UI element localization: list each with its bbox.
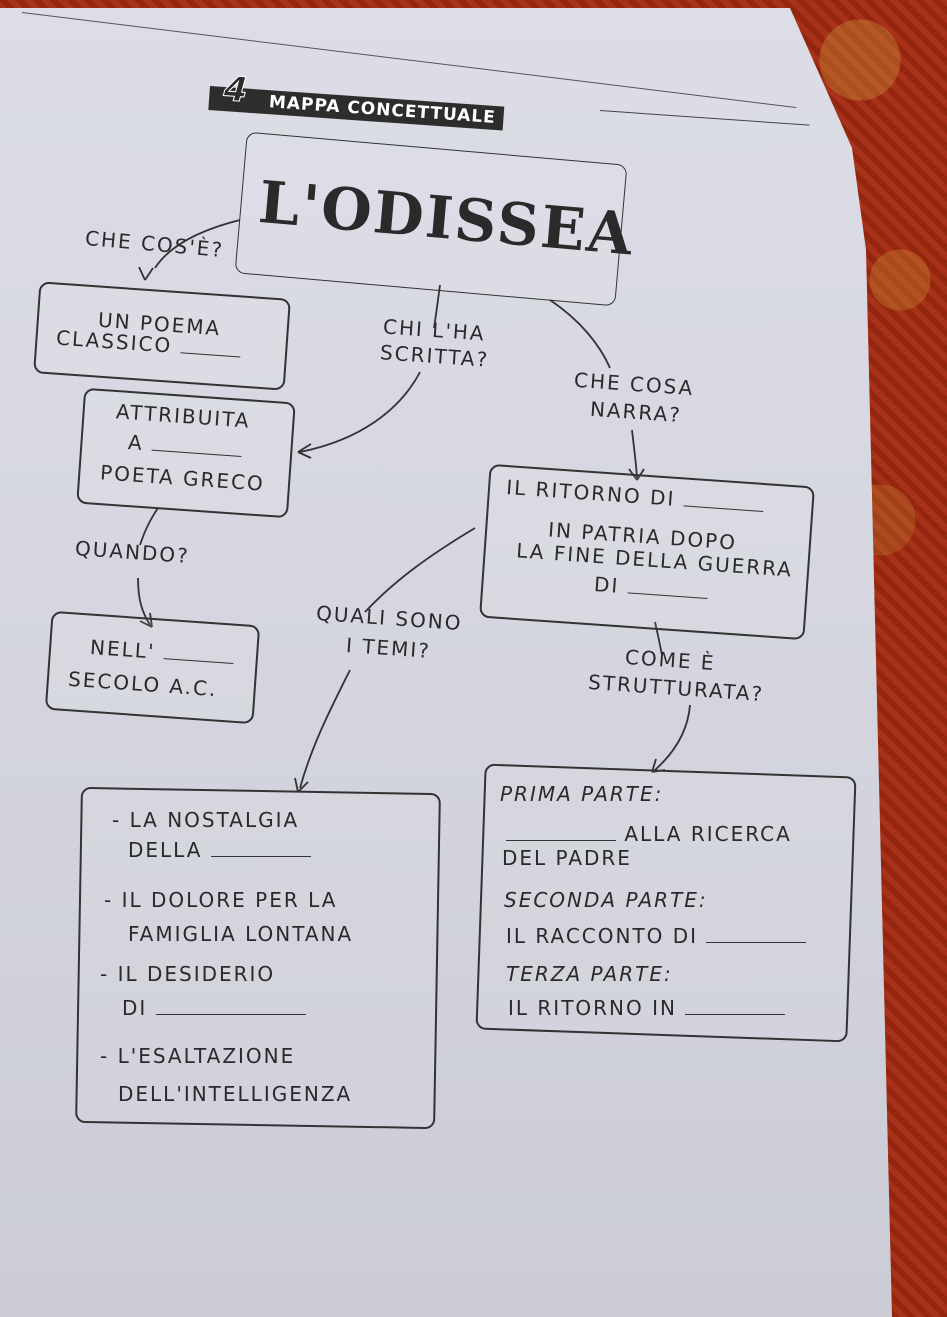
themes-line-8: DELL'INTELLIGENZA [118,1082,353,1106]
blank-themes-1[interactable] [210,838,311,857]
blank-structure-1[interactable] [506,822,616,841]
arrow-narrates [631,429,638,479]
arrow-narrates-stem [549,299,611,369]
structure-part1-line2: DEL PADRE [502,846,632,870]
arrow-when [137,577,151,626]
structure-part3-line1: IL RITORNO IN [508,996,786,1020]
arrow-what [154,219,241,269]
arrow-themes [299,669,351,789]
arrow-who [299,371,421,453]
arrow-when-stem [139,507,159,546]
blank-structure-3[interactable] [685,996,786,1015]
structure-part2-label: SECONDA PARTE: [504,888,708,912]
themes-line-3: - IL DOLORE PER LA [104,888,338,912]
structure-part2-line1: IL RACCONTO DI [506,924,807,948]
blank-poem[interactable] [180,334,242,358]
structure-part1-line1: ALLA RICERCA [506,822,792,846]
themes-line-7: - L'ESALTAZIONE [100,1044,296,1068]
arrow-themes-stem [364,527,476,613]
themes-line-4: FAMIGLIA LONTANA [128,922,354,946]
themes-line-5: - IL DESIDERIO [100,962,276,986]
arrow-who-stem [433,284,441,329]
arrow-structure [654,704,691,771]
blank-themes-2[interactable] [155,996,306,1015]
themes-line-1: - LA NOSTALGIA [112,808,300,832]
arrow-structure-stem [654,621,663,656]
themes-line-6: DI [122,996,306,1020]
themes-line-2: DELLA [128,838,311,862]
blank-century[interactable] [163,640,235,664]
structure-part3-label: TERZA PARTE: [506,962,673,986]
blank-structure-2[interactable] [706,924,807,943]
structure-part1-label: PRIMA PARTE: [500,782,664,806]
